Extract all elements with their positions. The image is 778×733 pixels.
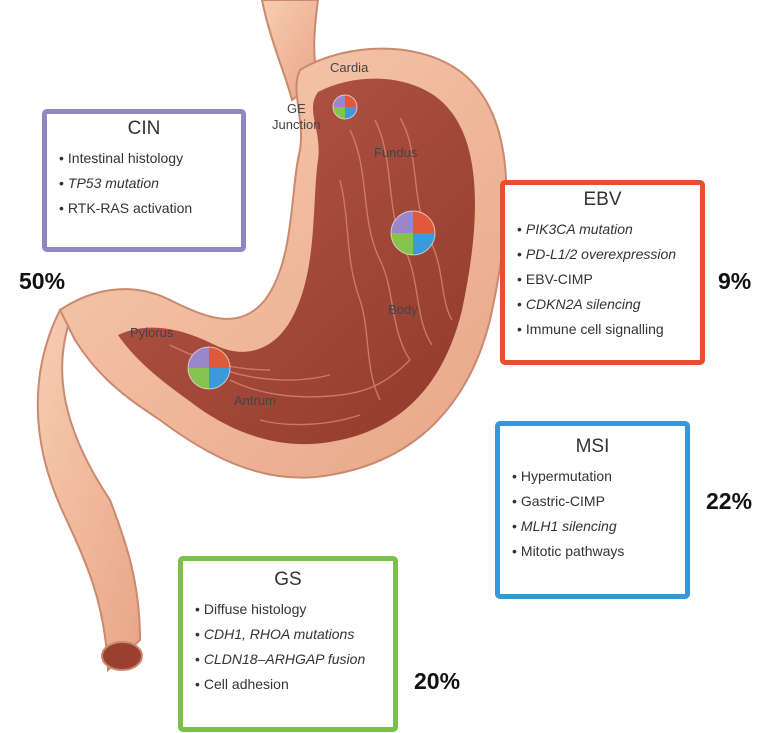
gs-box: GS Diffuse histology CDH1, RHOA mutation… [178, 556, 398, 732]
ebv-box: EBV PIK3CA mutation PD-L1/2 overexpressi… [500, 180, 705, 365]
msi-title: MSI [500, 436, 685, 458]
msi-feature: Gastric-CIMP [512, 489, 685, 514]
cin-feature: TP53 mutation [59, 171, 241, 196]
cin-feature-list: Intestinal histology TP53 mutation RTK-R… [47, 146, 241, 221]
cin-title: CIN [47, 118, 241, 140]
gs-feature-list: Diffuse histology CDH1, RHOA mutations C… [183, 597, 393, 697]
msi-feature: MLH1 silencing [512, 514, 685, 539]
duodenum-opening [102, 642, 142, 670]
pylorus-label: Pylorus [130, 325, 174, 340]
body-label: Body [388, 302, 418, 317]
msi-box: MSI Hypermutation Gastric-CIMP MLH1 sile… [495, 421, 690, 599]
cin-feature: Intestinal histology [59, 146, 241, 171]
msi-percent: 22% [706, 488, 752, 515]
ebv-feature: PIK3CA mutation [517, 217, 700, 242]
ebv-title: EBV [505, 189, 700, 211]
msi-feature: Hypermutation [512, 464, 685, 489]
pie-marker-ge-junction [333, 95, 357, 119]
ebv-feature: EBV-CIMP [517, 267, 700, 292]
pie-marker-antrum [188, 347, 230, 389]
ge-junction-label-line1: GE [287, 101, 306, 116]
ge-junction-label-line2: Junction [272, 117, 320, 132]
gs-feature: CDH1, RHOA mutations [195, 622, 393, 647]
pie-marker-body [391, 211, 435, 255]
ebv-feature: PD-L1/2 overexpression [517, 242, 700, 267]
antrum-label: Antrum [234, 393, 276, 408]
ebv-feature: Immune cell signalling [517, 317, 700, 342]
ebv-feature: CDKN2A silencing [517, 292, 700, 317]
gs-percent: 20% [414, 668, 460, 695]
cin-box: CIN Intestinal histology TP53 mutation R… [42, 109, 246, 252]
cardia-label: Cardia [330, 60, 369, 75]
gs-title: GS [183, 569, 393, 591]
ebv-feature-list: PIK3CA mutation PD-L1/2 overexpression E… [505, 217, 700, 342]
cin-feature: RTK-RAS activation [59, 196, 241, 221]
ebv-percent: 9% [718, 268, 751, 295]
msi-feature: Mitotic pathways [512, 539, 685, 564]
fundus-label: Fundus [374, 145, 418, 160]
gs-feature: Cell adhesion [195, 672, 393, 697]
gs-feature: Diffuse histology [195, 597, 393, 622]
gs-feature: CLDN18–ARHGAP fusion [195, 647, 393, 672]
cin-percent: 50% [19, 268, 65, 295]
msi-feature-list: Hypermutation Gastric-CIMP MLH1 silencin… [500, 464, 685, 564]
